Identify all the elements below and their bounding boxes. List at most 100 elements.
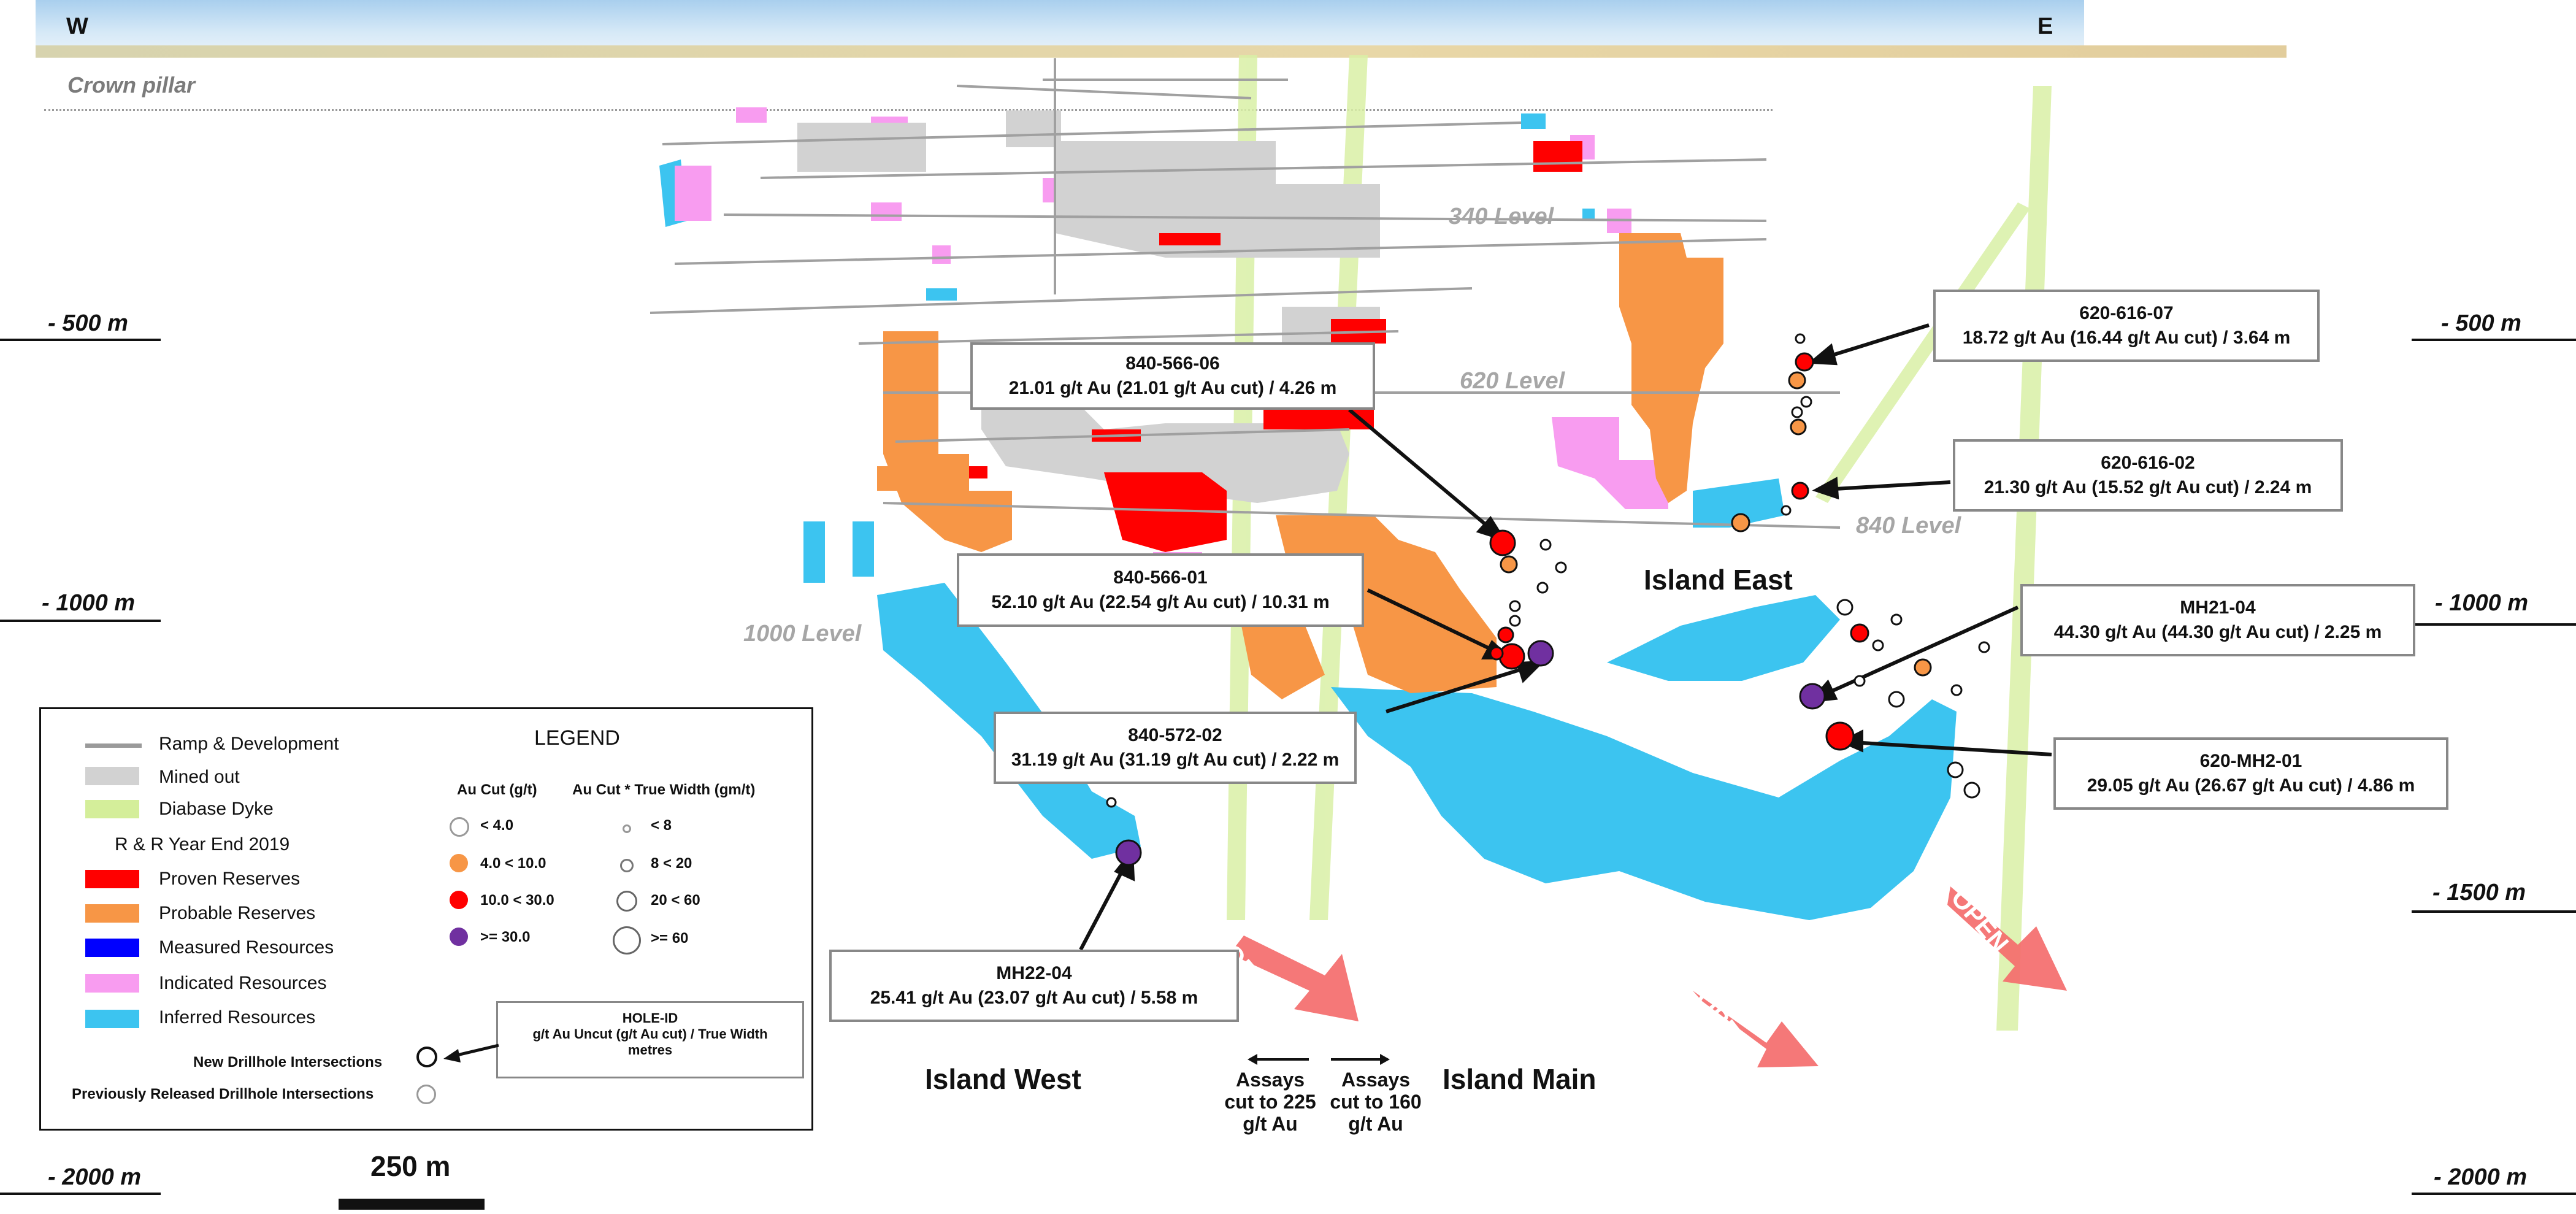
callout-hole-id: 620-616-07: [2079, 303, 2174, 323]
callout-hole-id: MH22-04: [996, 963, 1072, 983]
depth-2000-left-line: [0, 1193, 161, 1195]
callout-value: 18.72 g/t Au (16.44 g/t Au cut) / 3.64 m: [1962, 328, 2291, 348]
callout-value: 44.30 g/t Au (44.30 g/t Au cut) / 2.25 m: [2053, 622, 2382, 642]
legend-au-class-3-label: 10.0 < 30.0: [480, 892, 554, 909]
depth-1500-right-line: [2412, 910, 2576, 913]
depth-2000-left: - 2000 m: [48, 1164, 142, 1190]
legend-swatch-ramp: [85, 743, 142, 748]
callout-hole-id: 620-MH2-01: [2199, 751, 2302, 771]
legend-title: LEGEND: [534, 726, 620, 750]
west-label: W: [66, 13, 88, 39]
zone-island-main: Island Main: [1443, 1063, 1597, 1095]
callout-hole-id: 620-616-02: [2101, 453, 2195, 473]
legend-au-class-1: [450, 817, 469, 837]
depth-2000-right-line: [2412, 1193, 2576, 1195]
legend-swatch-mined-out: [85, 767, 139, 785]
legend-hole-id-line2: metres: [627, 1042, 673, 1058]
callout-hole-id: 840-566-01: [1113, 567, 1208, 588]
legend-hole-id-line1: g/t Au Uncut (g/t Au cut) / True Width: [532, 1026, 768, 1042]
callout-620-616-02: 620-616-02 21.30 g/t Au (15.52 g/t Au cu…: [1953, 439, 2343, 512]
depth-1000-left-line: [0, 620, 161, 622]
legend-label-measured: Measured Resources: [159, 937, 334, 958]
legend-au-class-1-label: < 4.0: [480, 817, 514, 834]
assay-arrows: [1248, 1054, 1390, 1065]
legend-label-mined-out: Mined out: [159, 767, 240, 787]
legend-label-proven: Proven Reserves: [159, 869, 301, 889]
legend-width-class-4: [613, 926, 641, 955]
ramp-development: [650, 58, 1841, 529]
callout-620-616-07: 620-616-07 18.72 g/t Au (16.44 g/t Au cu…: [1933, 290, 2320, 362]
zone-island-west: Island West: [925, 1063, 1081, 1095]
legend-label-inferred: Inferred Resources: [159, 1007, 316, 1028]
legend-rr-heading: R & R Year End 2019: [115, 834, 290, 855]
drillhole-intersections: [1106, 333, 1990, 866]
callout-MH21-04: MH21-04 44.30 g/t Au (44.30 g/t Au cut) …: [2020, 584, 2415, 656]
legend-au-class-4-label: >= 30.0: [480, 929, 531, 945]
legend-au-cut-heading: Au Cut (g/t): [457, 782, 537, 798]
callout-value: 31.19 g/t Au (31.19 g/t Au cut) / 2.22 m: [1011, 750, 1340, 770]
legend-swatch-inferred: [85, 1010, 139, 1028]
legend-width-class-1: [623, 824, 631, 833]
depth-500-left-line: [0, 339, 161, 341]
east-label: E: [2037, 13, 2053, 39]
legend-au-class-3: [450, 891, 468, 909]
callout-hole-id: 840-566-06: [1125, 353, 1220, 374]
open-arrows: [1230, 886, 2067, 1067]
callout-value: 29.05 g/t Au (26.67 g/t Au cut) / 4.86 m: [2087, 775, 2415, 796]
depth-2000-right: - 2000 m: [2434, 1164, 2528, 1190]
assay-note-right: Assays cut to 160 g/t Au: [1330, 1069, 1422, 1135]
crown-pillar-label: Crown pillar: [67, 72, 196, 98]
callout-MH22-04: MH22-04 25.41 g/t Au (23.07 g/t Au cut) …: [829, 950, 1239, 1022]
crown-pillar-line: [44, 109, 1773, 111]
callout-hole-id: MH21-04: [2180, 597, 2256, 618]
legend-width-heading: Au Cut * True Width (gm/t): [572, 782, 756, 798]
legend-label-probable: Probable Reserves: [159, 903, 316, 923]
legend-width-class-2: [620, 859, 634, 872]
scale-bar-label: 250 m: [370, 1150, 451, 1182]
legend-label-indicated: Indicated Resources: [159, 973, 327, 993]
level-340-label: 340 Level: [1449, 204, 1554, 229]
legend-width-class-3: [616, 891, 637, 912]
legend-au-class-2: [450, 854, 468, 872]
legend-new-intersections: New Drillhole Intersections: [193, 1054, 383, 1070]
legend-width-class-4-label: >= 60: [651, 930, 689, 947]
depth-500-right-line: [2412, 339, 2576, 341]
legend-swatch-proven: [85, 870, 139, 888]
legend-label-diabase: Diabase Dyke: [159, 799, 274, 819]
callout-840-566-06: 840-566-06 21.01 g/t Au (21.01 g/t Au cu…: [970, 342, 1375, 410]
scale-bar: [339, 1199, 485, 1210]
depth-500-right: - 500 m: [2441, 310, 2521, 336]
callout-value: 25.41 g/t Au (23.07 g/t Au cut) / 5.58 m: [870, 988, 1198, 1008]
callout-value: 21.30 g/t Au (15.52 g/t Au cut) / 2.24 m: [1984, 477, 2312, 498]
callout-620-MH2-01: 620-MH2-01 29.05 g/t Au (26.67 g/t Au cu…: [2053, 737, 2448, 810]
depth-1000-right: - 1000 m: [2435, 590, 2529, 616]
legend-previous-intersection-symbol: [416, 1085, 436, 1104]
legend-width-class-1-label: < 8: [651, 817, 672, 834]
legend: LEGEND Ramp & Development Mined out Diab…: [39, 707, 813, 1131]
zone-island-east: Island East: [1644, 564, 1793, 596]
depth-500-left: - 500 m: [48, 310, 128, 336]
legend-width-class-2-label: 8 < 20: [651, 855, 692, 872]
callout-value: 52.10 g/t Au (22.54 g/t Au cut) / 10.31 …: [991, 592, 1330, 612]
callout-hole-id: 840-572-02: [1128, 725, 1222, 745]
legend-au-class-4: [450, 928, 468, 946]
legend-au-class-2-label: 4.0 < 10.0: [480, 855, 546, 872]
callout-840-566-01: 840-566-01 52.10 g/t Au (22.54 g/t Au cu…: [957, 553, 1364, 627]
assay-note-left: Assays cut to 225 g/t Au: [1224, 1069, 1316, 1135]
legend-swatch-indicated: [85, 974, 139, 993]
surface-sky: [36, 0, 2084, 54]
legend-swatch-diabase: [85, 800, 139, 818]
level-1000-label: 1000 Level: [743, 621, 862, 647]
ground-surface: [36, 45, 2287, 58]
legend-hole-id-box: HOLE-ID g/t Au Uncut (g/t Au cut) / True…: [496, 1001, 804, 1078]
callout-value: 21.01 g/t Au (21.01 g/t Au cut) / 4.26 m: [1008, 378, 1337, 398]
mined-out: [797, 110, 1380, 503]
legend-previous-intersections: Previously Released Drillhole Intersecti…: [72, 1086, 374, 1102]
callout-arrows: [1079, 323, 2052, 951]
callout-840-572-02: 840-572-02 31.19 g/t Au (31.19 g/t Au cu…: [994, 712, 1357, 784]
depth-1000-right-line: [2412, 623, 2576, 626]
legend-swatch-measured: [85, 939, 139, 957]
depth-1500-right: - 1500 m: [2432, 880, 2526, 905]
legend-hole-id-title: HOLE-ID: [622, 1010, 678, 1026]
legend-hole-arrow: [443, 1043, 499, 1062]
